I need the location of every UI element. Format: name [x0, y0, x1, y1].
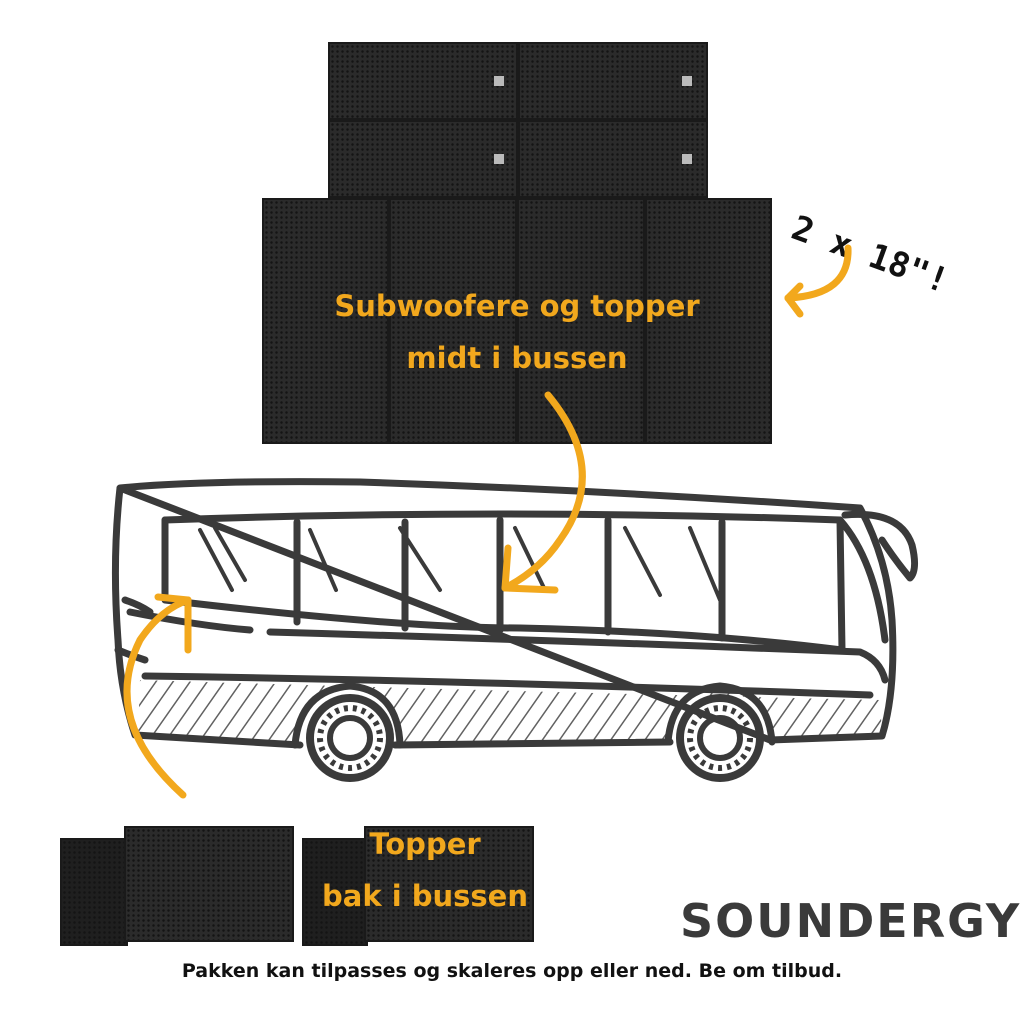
- top-line-array-stack: [316, 40, 716, 200]
- subwoofer-row: [262, 198, 772, 444]
- rear-caption: Topper bak i bussen: [320, 818, 530, 922]
- subwoofer-cabinet: [517, 198, 645, 444]
- bus-mirror: [841, 510, 919, 582]
- subwoofer-cabinet: [262, 198, 389, 444]
- subwoofer-cabinet: [645, 198, 772, 444]
- cabinet-badge-icon: [682, 154, 692, 164]
- rear-caption-line1: Topper: [369, 827, 481, 861]
- bus-wheel: [676, 694, 764, 782]
- cabinet-badge-icon: [494, 154, 504, 164]
- line-array-cabinet: [518, 42, 708, 120]
- line-array-cabinet: [328, 120, 518, 198]
- bus-roof-line: [161, 510, 844, 524]
- arrow-to-subwoofers: [784, 244, 852, 302]
- arrow-to-rear-bus: [123, 596, 192, 799]
- line-array-cabinet: [518, 120, 708, 198]
- main-caption: Subwoofere og topper midt i bussen: [300, 280, 734, 384]
- brand-logo-text: SOUNDERGY: [680, 894, 1022, 948]
- footer-text: Pakken kan tilpasses og skaleres opp ell…: [181, 960, 843, 982]
- main-caption-line2: midt i bussen: [406, 341, 628, 375]
- bus-windshield: [836, 516, 889, 644]
- cabinet-badge-icon: [682, 76, 692, 86]
- cabinet-badge-icon: [494, 76, 504, 86]
- bus-window-frame: [161, 516, 846, 654]
- rear-line-array-left: [60, 826, 294, 948]
- main-caption-line1: Subwoofere og topper: [334, 289, 700, 323]
- arrow-to-mid-bus: [501, 391, 586, 592]
- rear-caption-line2: bak i bussen: [322, 879, 528, 913]
- rear-line-array-right: [302, 826, 534, 948]
- bus-belt-line: [126, 608, 889, 684]
- bus-wheel: [306, 694, 394, 782]
- bus-lower-line: [141, 672, 874, 699]
- subwoofer-cabinet: [389, 198, 517, 444]
- line-array-cabinet: [328, 42, 518, 120]
